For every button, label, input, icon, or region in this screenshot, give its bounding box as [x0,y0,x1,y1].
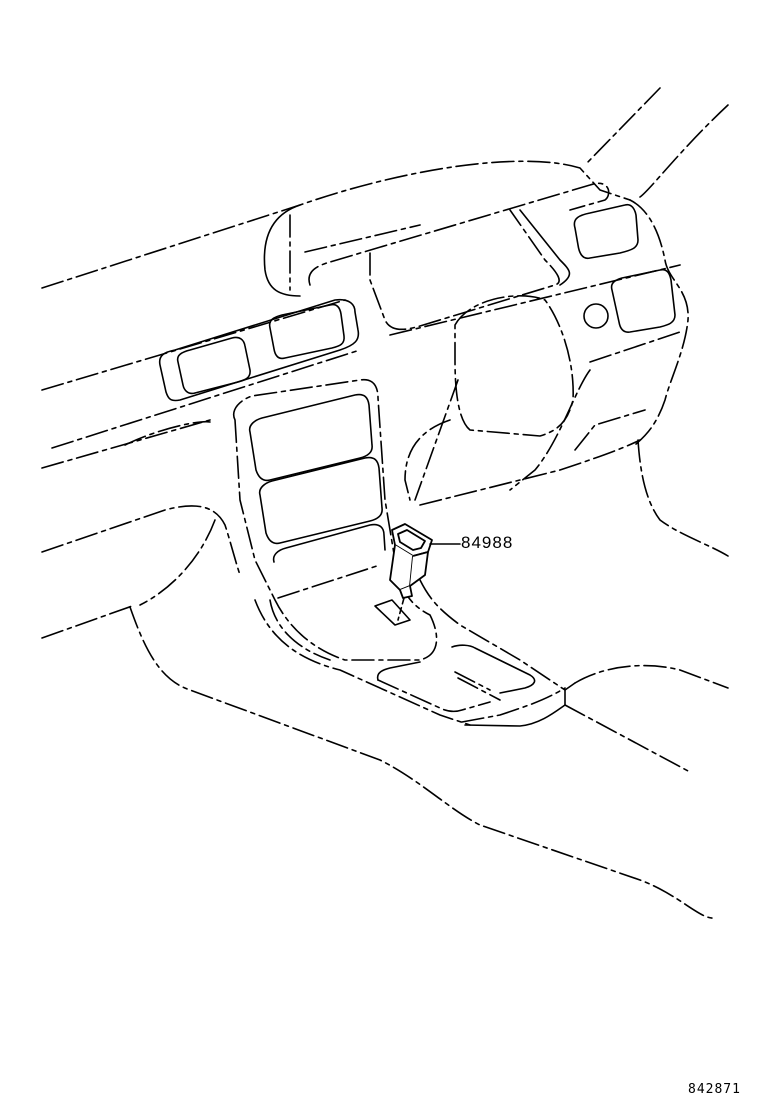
knee-panel-line [419,439,641,506]
dash-right-side [629,199,689,446]
windshield-pillar-right [639,104,729,198]
stack-box-3 [272,523,386,563]
vent-upper-right [573,203,639,260]
figure-id-label: 842871 [688,1082,741,1097]
console-tray-1 [376,661,421,681]
stack-box-3-bottom [277,564,381,599]
left-seat-fold [139,519,216,606]
console-left-edge [254,599,471,726]
column-diag-1 [414,379,459,501]
cluster-upper [308,182,610,286]
left-dash-lower [51,349,361,449]
armrest-top [574,664,729,689]
part-84988-switch [389,523,433,599]
center-stack-frame [233,378,438,661]
right-floor-line [637,439,729,557]
stack-box-2 [258,456,383,545]
column-lower [404,419,451,501]
console-tray-2-inner-b [457,677,501,701]
windshield-pillar-left [584,87,661,166]
console-tray-2-inner [454,671,491,691]
hood-lower-line [304,224,421,253]
column-diag-2 [509,369,591,491]
dash-line-mid-right [589,331,681,363]
dash-lower-right-line [389,264,681,336]
console-base [269,599,331,661]
part-mount-hole [374,599,411,626]
instrument-hood [263,204,301,297]
left-dash-lower-3 [124,420,211,446]
cluster-right-edge [519,209,571,286]
left-seat-lower [41,604,136,639]
vent-lower-right [610,268,676,333]
vent-left-1 [176,336,251,395]
floor-line [129,606,716,919]
console-tray-1-body [377,679,491,713]
stack-box-1 [248,393,373,482]
console-end [461,687,566,723]
left-seat-top [41,505,241,576]
part-number-callout[interactable]: 84988 [461,533,514,552]
dashboard-top-line [41,160,631,289]
armrest-side [564,704,691,773]
console-right-edge [419,579,566,691]
steering-column-cover [454,295,574,437]
round-knob [583,303,609,329]
vent-left-outer [158,298,360,402]
console-tray-2 [451,644,536,694]
knee-panel-small [574,409,646,451]
vent-left-2 [268,303,345,360]
cluster-frame [369,209,560,331]
